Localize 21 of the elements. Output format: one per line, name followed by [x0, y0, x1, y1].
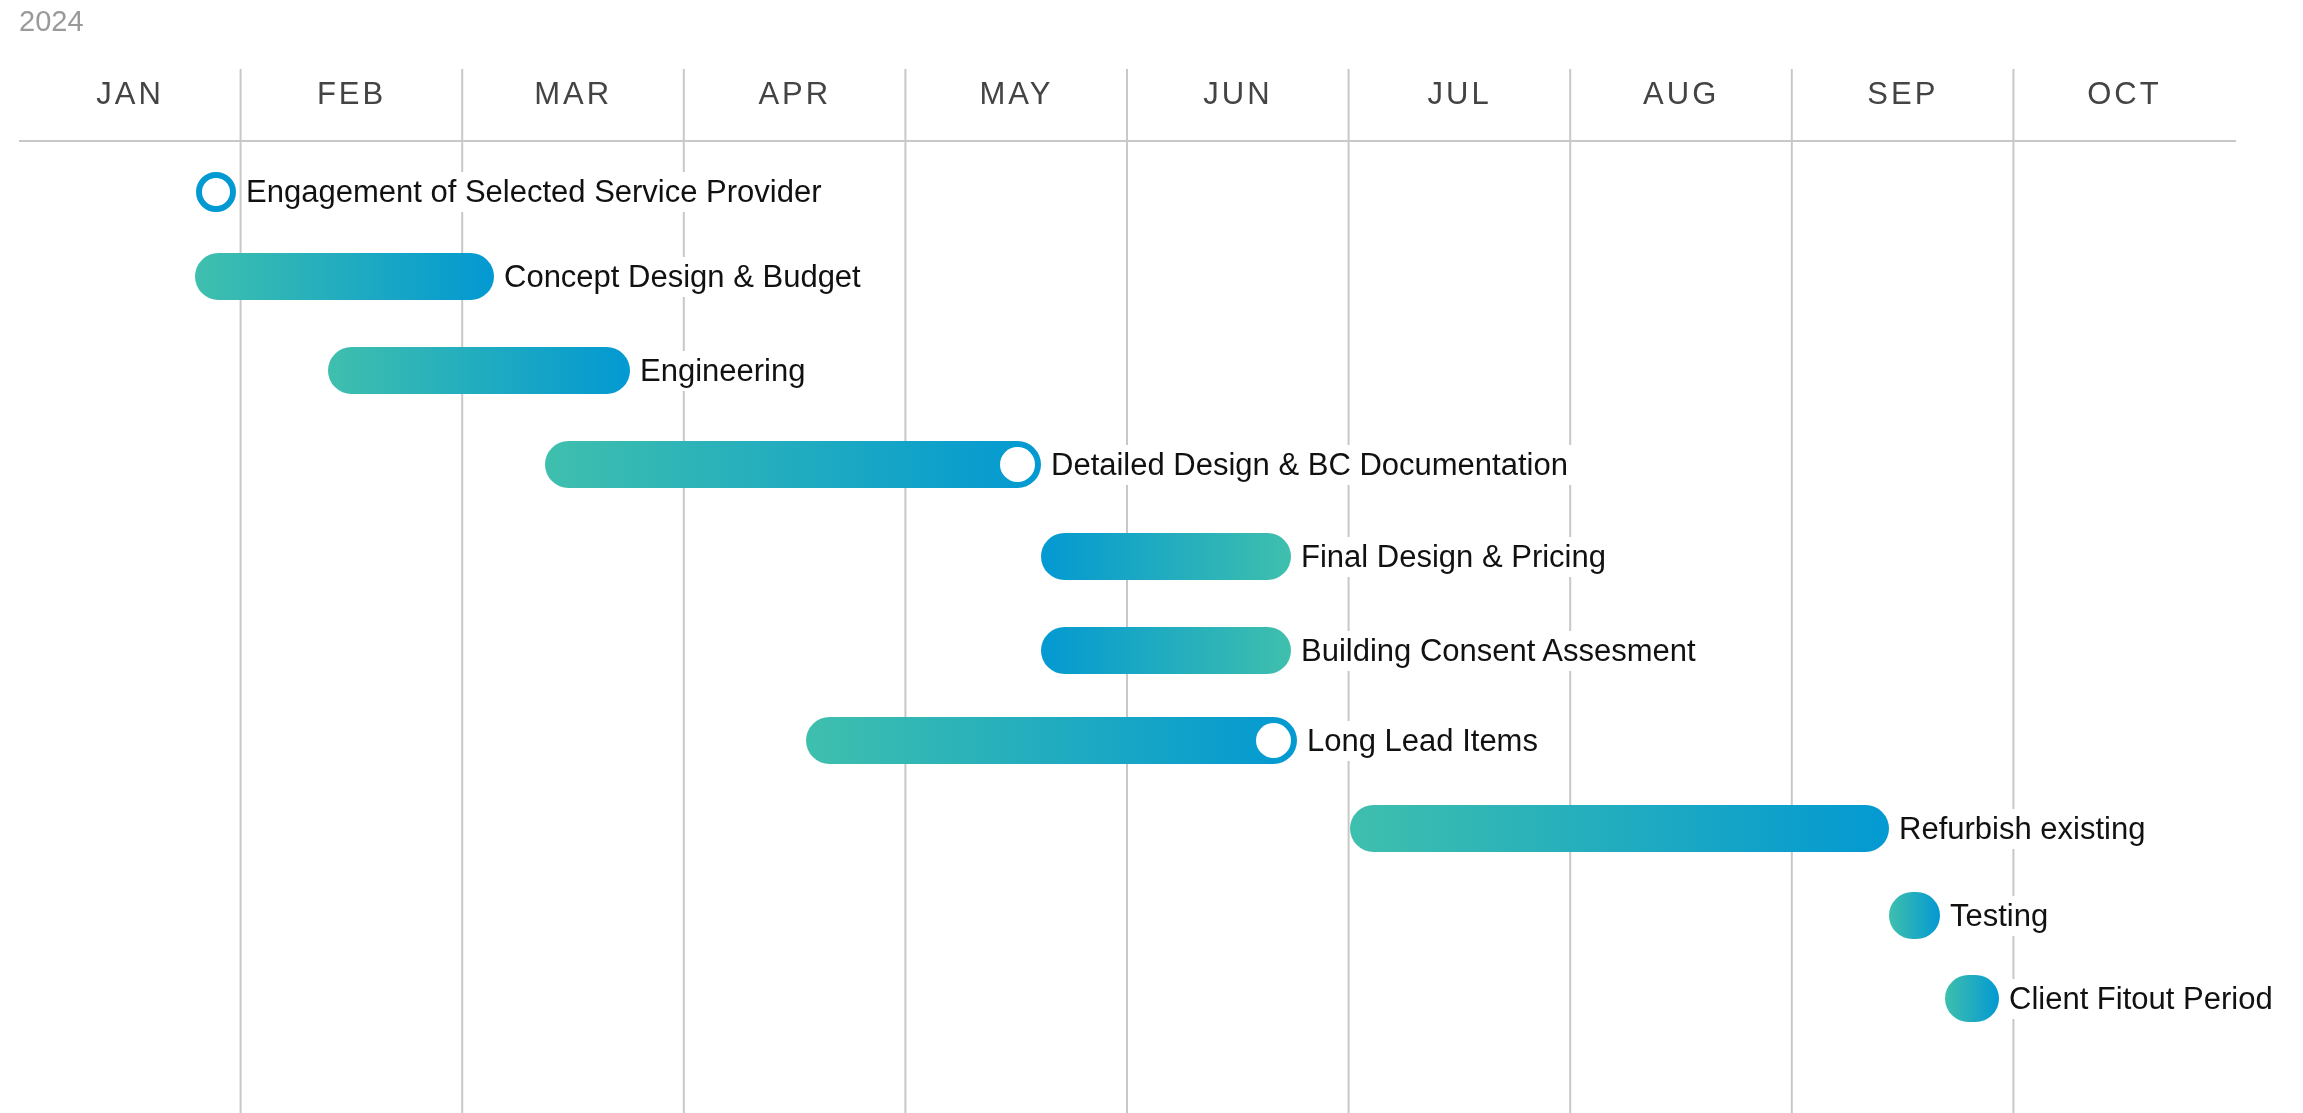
task-bar — [328, 347, 630, 394]
year-label: 2024 — [19, 4, 84, 39]
month-label: AUG — [1642, 75, 1721, 113]
task-bar — [1041, 627, 1291, 674]
month-label: MAR — [533, 75, 614, 113]
month-label: APR — [757, 75, 833, 113]
month-label: SEP — [1866, 75, 1940, 113]
task-bar — [1041, 533, 1291, 580]
task-bar — [806, 717, 1297, 764]
month-label: OCT — [2086, 75, 2163, 113]
task-bar — [1945, 975, 1999, 1022]
task-bar — [195, 253, 494, 300]
month-label: MAY — [978, 75, 1055, 113]
milestone-circle — [196, 172, 236, 212]
month-label: JUN — [1202, 75, 1274, 113]
task-bar — [1350, 805, 1889, 852]
month-label: JUL — [1426, 75, 1493, 113]
month-label: FEB — [315, 75, 388, 113]
task-bar — [1889, 892, 1940, 939]
month-label: JAN — [95, 75, 165, 113]
task-bar — [545, 441, 1041, 488]
